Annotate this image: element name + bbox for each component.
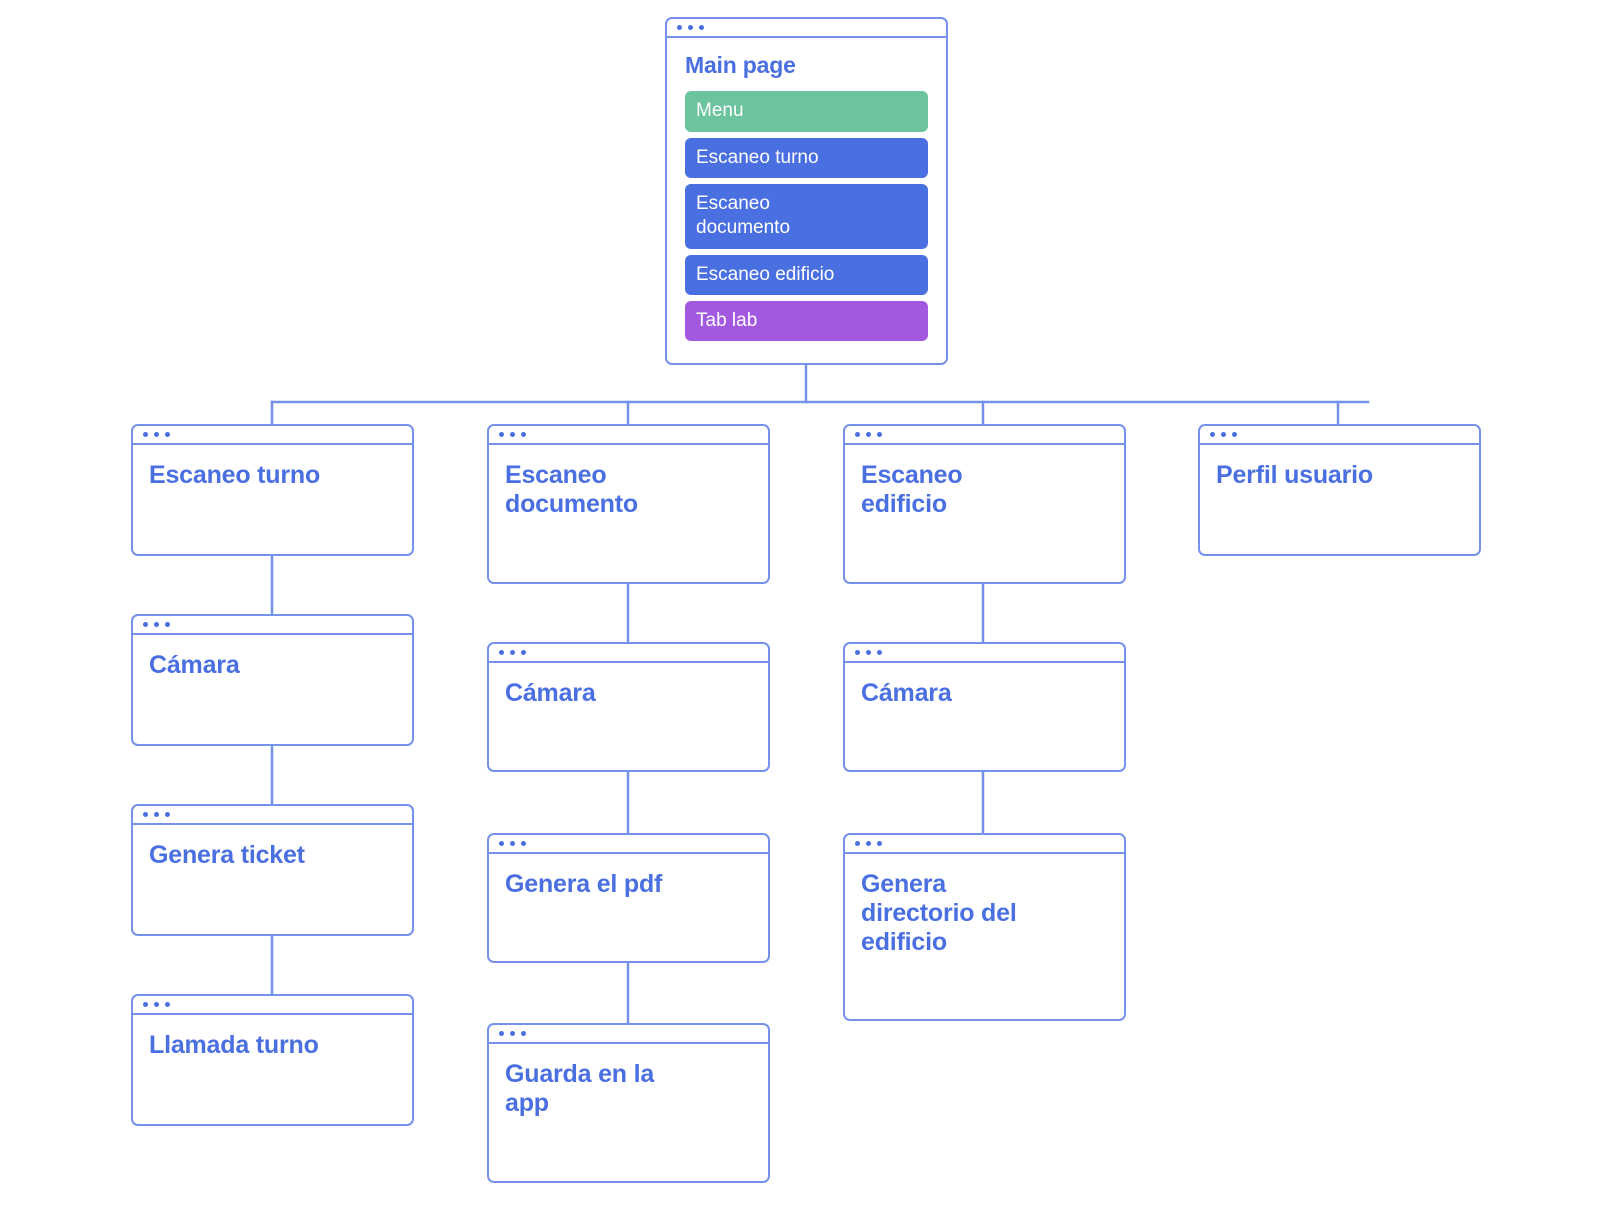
menu-item-escaneo-edificio[interactable]: Escaneo edificio [685, 254, 928, 295]
card-escaneo-turno[interactable]: Escaneo turno [131, 424, 414, 556]
page-title: Main page [685, 52, 796, 78]
window-dot-icon [699, 25, 704, 30]
window-dot-icon [143, 432, 148, 437]
window-dot-icon [154, 622, 159, 627]
card-llamada-turno[interactable]: Llamada turno [131, 994, 414, 1126]
card-title: Escaneo edificio [861, 461, 963, 518]
window-dot-icon [855, 432, 860, 437]
window-dot-icon [855, 841, 860, 846]
card-perfil-usuario[interactable]: Perfil usuario [1198, 424, 1481, 556]
card-title: Cámara [149, 651, 240, 679]
window-dot-icon [877, 841, 882, 846]
window-dot-icon [499, 650, 504, 655]
card-titlebar [133, 996, 412, 1015]
card-titlebar [489, 1025, 768, 1044]
card-body: Escaneo edificio [845, 445, 1124, 531]
card-title: Escaneo turno [149, 461, 321, 489]
card-genera-ticket[interactable]: Genera ticket [131, 804, 414, 936]
window-dot-icon [688, 25, 693, 30]
window-dot-icon [521, 1031, 526, 1036]
card-title: Genera directorio del edificio [861, 870, 1017, 956]
card-body: Guarda en la app [489, 1044, 768, 1130]
menu-item-menu[interactable]: Menu [685, 91, 928, 132]
card-escaneo-documento[interactable]: Escaneo documento [487, 424, 770, 584]
menu-item-escaneo-documento[interactable]: Escaneo documento [685, 184, 928, 249]
card-camara-turno[interactable]: Cámara [131, 614, 414, 746]
card-genera-directorio[interactable]: Genera directorio del edificio [843, 833, 1126, 1021]
window-dot-icon [499, 841, 504, 846]
window-dot-icon [521, 432, 526, 437]
card-title: Llamada turno [149, 1031, 319, 1059]
main-menu-list: Menu Escaneo turno Escaneo documento Esc… [685, 91, 928, 342]
window-dot-icon [677, 25, 682, 30]
card-body: Cámara [489, 663, 768, 720]
menu-item-escaneo-turno[interactable]: Escaneo turno [685, 137, 928, 179]
card-body: Main page Menu Escaneo turno Escaneo doc… [667, 38, 946, 357]
card-body: Escaneo turno [133, 445, 412, 502]
card-titlebar [133, 806, 412, 825]
window-dot-icon [499, 1031, 504, 1036]
card-camara-documento[interactable]: Cámara [487, 642, 770, 772]
card-titlebar [845, 644, 1124, 663]
card-title: Cámara [505, 679, 596, 707]
window-dot-icon [143, 1002, 148, 1007]
card-title: Cámara [861, 679, 952, 707]
card-title: Genera el pdf [505, 870, 663, 898]
window-dot-icon [521, 841, 526, 846]
card-camara-edificio[interactable]: Cámara [843, 642, 1126, 772]
window-dot-icon [165, 812, 170, 817]
window-dot-icon [143, 622, 148, 627]
window-dot-icon [877, 432, 882, 437]
window-dot-icon [510, 1031, 515, 1036]
menu-item-tab-lab[interactable]: Tab lab [685, 301, 928, 342]
window-dot-icon [154, 812, 159, 817]
window-dot-icon [510, 432, 515, 437]
card-titlebar [845, 835, 1124, 854]
card-body: Llamada turno [133, 1015, 412, 1072]
window-dot-icon [154, 432, 159, 437]
window-dot-icon [154, 1002, 159, 1007]
card-body: Escaneo documento [489, 445, 768, 531]
card-body: Genera directorio del edificio [845, 854, 1124, 968]
window-dot-icon [499, 432, 504, 437]
card-titlebar [489, 426, 768, 445]
card-main-page[interactable]: Main page Menu Escaneo turno Escaneo doc… [665, 17, 948, 365]
card-body: Cámara [845, 663, 1124, 720]
card-genera-el-pdf[interactable]: Genera el pdf [487, 833, 770, 963]
window-dot-icon [143, 812, 148, 817]
card-titlebar [1200, 426, 1479, 445]
window-dot-icon [165, 1002, 170, 1007]
card-body: Genera el pdf [489, 854, 768, 911]
window-dot-icon [1232, 432, 1237, 437]
window-dot-icon [1210, 432, 1215, 437]
window-dot-icon [165, 432, 170, 437]
card-title: Perfil usuario [1216, 461, 1373, 489]
card-titlebar [133, 616, 412, 635]
window-dot-icon [510, 650, 515, 655]
window-dot-icon [866, 432, 871, 437]
card-title: Guarda en la app [505, 1060, 655, 1117]
card-escaneo-edificio[interactable]: Escaneo edificio [843, 424, 1126, 584]
card-body: Cámara [133, 635, 412, 692]
card-titlebar [489, 835, 768, 854]
card-titlebar [489, 644, 768, 663]
card-title: Genera ticket [149, 841, 305, 869]
window-dot-icon [510, 841, 515, 846]
window-dot-icon [1221, 432, 1226, 437]
card-body: Genera ticket [133, 825, 412, 882]
card-titlebar [667, 19, 946, 38]
window-dot-icon [521, 650, 526, 655]
window-dot-icon [866, 650, 871, 655]
card-title: Escaneo documento [505, 461, 638, 518]
card-body: Perfil usuario [1200, 445, 1479, 502]
card-titlebar [845, 426, 1124, 445]
card-guarda-en-la-app[interactable]: Guarda en la app [487, 1023, 770, 1183]
card-titlebar [133, 426, 412, 445]
window-dot-icon [165, 622, 170, 627]
window-dot-icon [877, 650, 882, 655]
window-dot-icon [855, 650, 860, 655]
window-dot-icon [866, 841, 871, 846]
